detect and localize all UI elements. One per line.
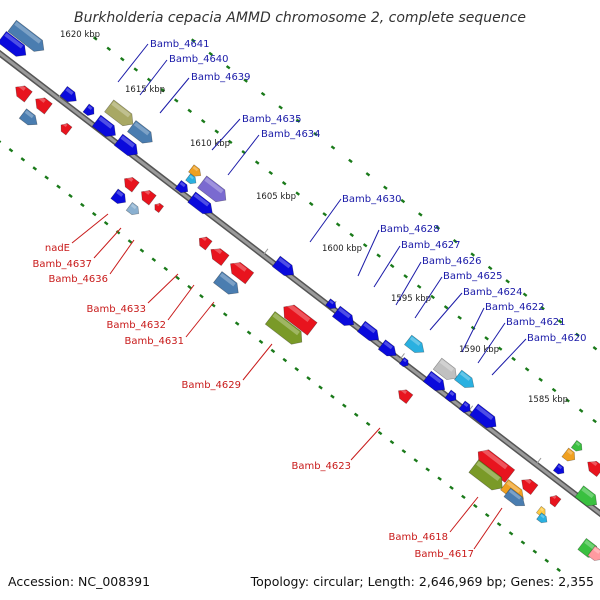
- gene-label[interactable]: Bamb_4617: [414, 549, 474, 560]
- gene-arrow[interactable]: [197, 175, 231, 206]
- gene-arrow[interactable]: [587, 545, 600, 564]
- gene-arrow[interactable]: [518, 475, 539, 496]
- gene-arrow[interactable]: [226, 258, 255, 285]
- gene-arrow[interactable]: [82, 103, 97, 118]
- gene-arrow[interactable]: [125, 201, 142, 217]
- gene-arrow[interactable]: [444, 389, 459, 404]
- gene-label[interactable]: Bamb_4622: [485, 302, 545, 313]
- gene-arrow[interactable]: [187, 191, 217, 218]
- gene-features: [0, 19, 600, 564]
- tick-label-1595: 1595 kbp: [391, 294, 431, 304]
- gene-label[interactable]: Bamb_4626: [422, 256, 482, 267]
- label-leader-lines: [71, 43, 527, 550]
- tick-label-1620: 1620 kbp: [60, 30, 100, 40]
- gene-arrow[interactable]: [12, 82, 33, 103]
- gene-label[interactable]: Bamb_4632: [106, 320, 166, 331]
- gene-label[interactable]: Bamb_4635: [242, 114, 302, 125]
- gene-arrow[interactable]: [271, 255, 297, 280]
- gene-arrow[interactable]: [185, 173, 199, 186]
- gene-arrow[interactable]: [213, 271, 242, 299]
- gene-arrow[interactable]: [127, 120, 156, 148]
- gene-arrow[interactable]: [121, 174, 140, 193]
- tick-label-1585: 1585 kbp: [528, 395, 568, 405]
- gene-arrow[interactable]: [325, 298, 339, 311]
- gene-arrow[interactable]: [468, 459, 507, 495]
- feature-density-dots: [0, 36, 598, 573]
- gene-arrow[interactable]: [536, 512, 550, 525]
- gene-arrow[interactable]: [552, 462, 566, 476]
- gene-label[interactable]: Bamb_4631: [124, 336, 184, 347]
- gene-label[interactable]: Bamb_4633: [86, 304, 146, 315]
- gene-label[interactable]: Bamb_4627: [401, 240, 461, 251]
- gene-arrow[interactable]: [503, 487, 528, 510]
- accession-text: Accession: NC_008391: [8, 574, 150, 589]
- gene-label[interactable]: Bamb_4634: [261, 129, 321, 140]
- gene-label[interactable]: Bamb_4630: [342, 194, 402, 205]
- gene-arrow[interactable]: [432, 357, 461, 384]
- gene-arrow[interactable]: [113, 133, 142, 160]
- gene-arrow[interactable]: [7, 19, 48, 55]
- reverse-gene-labels: nadE Bamb_4637 Bamb_4636 Bamb_4633 Bamb_…: [32, 243, 474, 560]
- tick-label-1590: 1590 kbp: [459, 345, 499, 355]
- map-title: Burkholderia cepacia AMMD chromosome 2, …: [74, 10, 526, 26]
- gene-arrow[interactable]: [152, 201, 165, 214]
- gene-label[interactable]: Bamb_4618: [388, 532, 448, 543]
- gene-arrow[interactable]: [279, 301, 318, 336]
- gene-arrow[interactable]: [91, 114, 120, 141]
- gene-label[interactable]: Bamb_4621: [506, 317, 566, 328]
- gene-arrow[interactable]: [398, 356, 410, 368]
- gene-label[interactable]: Bamb_4637: [32, 259, 92, 270]
- tick-label-1600: 1600 kbp: [322, 244, 362, 254]
- gene-arrow[interactable]: [377, 339, 400, 360]
- gene-arrow[interactable]: [331, 305, 357, 330]
- gene-label[interactable]: nadE: [45, 243, 70, 254]
- gene-arrow[interactable]: [104, 99, 138, 130]
- gene-label[interactable]: Bamb_4620: [527, 333, 587, 344]
- kbp-ticks: 1620 kbp 1615 kbp 1610 kbp 1605 kbp 1600…: [57, 30, 568, 465]
- gene-label[interactable]: Bamb_4624: [463, 287, 523, 298]
- gene-arrow[interactable]: [574, 485, 600, 510]
- gene-label[interactable]: Bamb_4625: [443, 271, 503, 282]
- gene-label[interactable]: Bamb_4623: [291, 461, 351, 472]
- gene-arrow[interactable]: [207, 244, 230, 267]
- gene-arrow[interactable]: [473, 445, 516, 483]
- gene-arrow[interactable]: [138, 187, 157, 206]
- gene-label[interactable]: Bamb_4641: [150, 39, 210, 50]
- gene-label[interactable]: Bamb_4639: [191, 72, 251, 83]
- gene-arrow[interactable]: [196, 234, 213, 251]
- gene-arrow[interactable]: [264, 311, 306, 348]
- gene-arrow[interactable]: [561, 447, 578, 464]
- gene-arrow[interactable]: [469, 403, 501, 432]
- gene-label[interactable]: Bamb_4628: [380, 224, 440, 235]
- gene-arrow[interactable]: [453, 369, 477, 392]
- gene-arrow[interactable]: [110, 188, 129, 207]
- gene-arrow[interactable]: [174, 179, 191, 195]
- gene-arrow[interactable]: [188, 164, 204, 179]
- tick-label-1615: 1615 kbp: [125, 85, 165, 95]
- gene-arrow[interactable]: [32, 94, 53, 115]
- gene-arrow[interactable]: [403, 334, 427, 357]
- tick-label-1605: 1605 kbp: [256, 192, 296, 202]
- gene-arrow[interactable]: [458, 400, 473, 415]
- gene-label[interactable]: Bamb_4640: [169, 54, 229, 65]
- gene-arrow[interactable]: [547, 493, 562, 508]
- forward-gene-labels: Bamb_4641 Bamb_4640 Bamb_4639 Bamb_4635 …: [150, 39, 587, 344]
- gene-arrow[interactable]: [0, 30, 30, 60]
- gene-arrow[interactable]: [395, 386, 414, 405]
- gene-label[interactable]: Bamb_4629: [181, 380, 241, 391]
- gene-label[interactable]: Bamb_4636: [48, 274, 108, 285]
- gene-arrow[interactable]: [356, 320, 382, 345]
- topology-text: Topology: circular; Length: 2,646,969 bp…: [250, 574, 594, 589]
- tick-label-1610: 1610 kbp: [190, 139, 230, 149]
- gene-arrow[interactable]: [422, 370, 448, 395]
- gene-arrow[interactable]: [58, 121, 73, 136]
- gene-arrow[interactable]: [570, 439, 584, 453]
- gene-arrow[interactable]: [59, 85, 80, 105]
- gene-arrow[interactable]: [18, 108, 41, 129]
